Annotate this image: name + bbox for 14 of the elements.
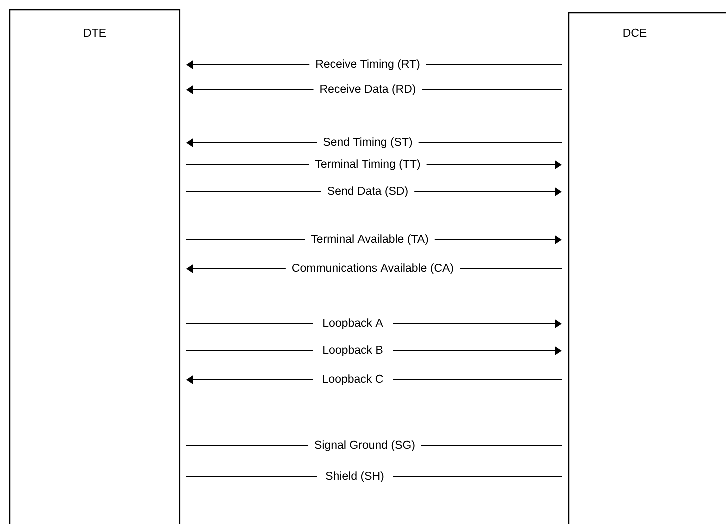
edge-label: Loopback C <box>313 374 393 386</box>
edge-label: Terminal Available (TA) <box>305 234 435 246</box>
device-box: DCE <box>568 12 726 524</box>
edge-label: Communications Available (CA) <box>286 262 460 276</box>
edge-label: Send Data (SD) <box>321 186 415 198</box>
edge-label: Send Timing (ST) <box>317 136 419 150</box>
edge-label: Loopback B <box>313 344 393 358</box>
device-box: DTE <box>9 9 181 524</box>
edge-label: Loopback A <box>313 318 393 330</box>
edge-label: Receive Data (RD) <box>314 84 422 96</box>
edge-label: Terminal Timing (TT) <box>309 158 427 172</box>
edge-label: Shield (SH) <box>317 470 393 484</box>
edge-label: Receive Timing (RT) <box>310 58 426 72</box>
edge-label: Signal Ground (SG) <box>308 440 422 452</box>
